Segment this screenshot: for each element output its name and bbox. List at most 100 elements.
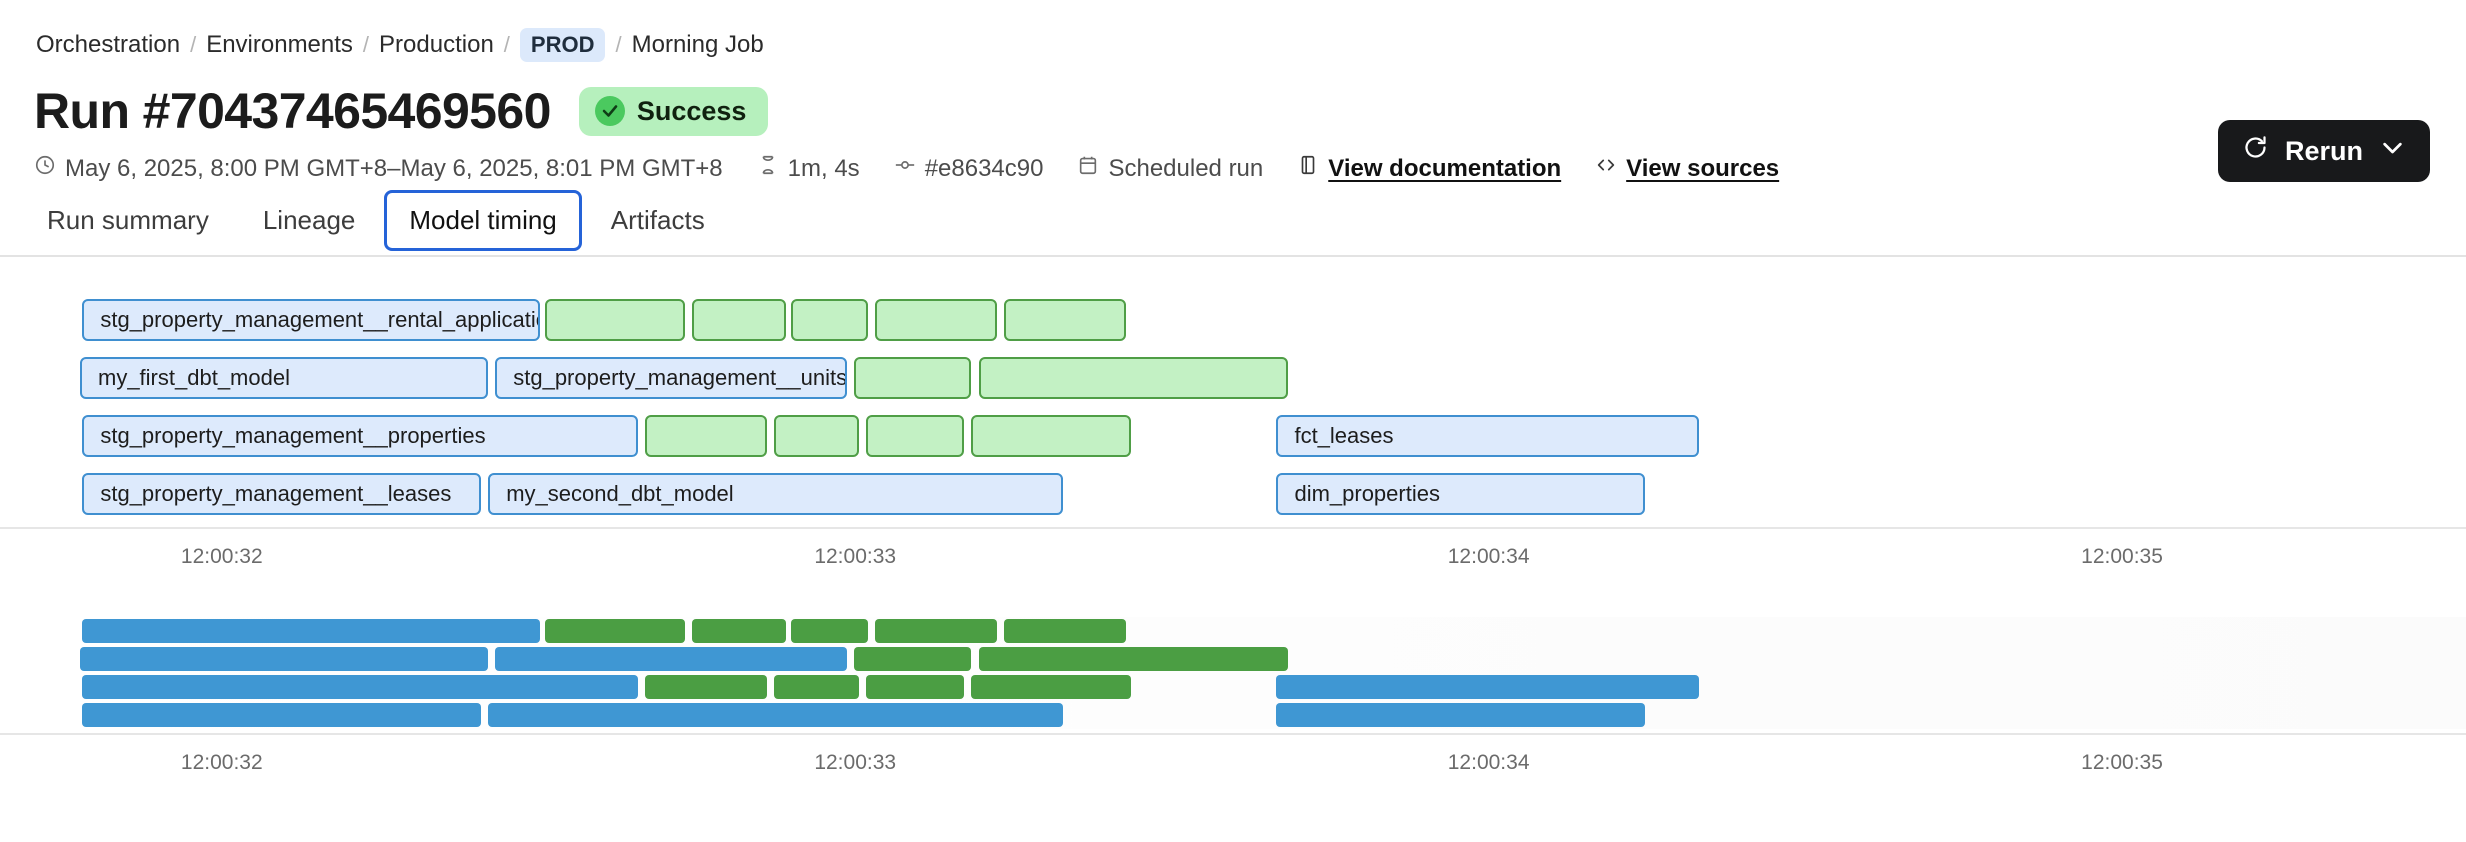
view-sources-label[interactable]: View sources <box>1626 154 1780 182</box>
gantt-bar-dim_properties[interactable]: dim_properties <box>1276 473 1645 515</box>
meta-commit-label: #e8634c90 <box>924 154 1044 182</box>
model-timing-chart: stg_property_management__rental_applicat… <box>0 257 2466 789</box>
overview-row <box>0 645 2466 673</box>
meta-duration-label: 1m, 4s <box>787 154 860 182</box>
gantt-bar-my_second_dbt_model[interactable]: my_second_dbt_model <box>488 473 1063 515</box>
tab-run-summary[interactable]: Run summary <box>47 205 209 235</box>
gantt-tick-label: 12:00:32 <box>180 545 263 568</box>
overview-bar-model[interactable] <box>495 647 848 671</box>
tab-lineage[interactable]: Lineage <box>262 205 356 235</box>
code-icon <box>1595 154 1617 183</box>
gantt-bar-stg_property_management__rental_applications[interactable]: stg_property_management__rental_applicat… <box>82 299 540 341</box>
overview-bar-test[interactable] <box>544 619 686 643</box>
meta-timerange-label: May 6, 2025, 8:00 PM GMT+8–May 6, 2025, … <box>65 154 723 182</box>
timeline-overview: 12:00:32 12:00:33 12:00:34 12:00:35 <box>0 583 2466 789</box>
overview-row <box>0 701 2466 729</box>
chevron-down-icon <box>2379 134 2406 168</box>
meta-trigger: Scheduled run <box>1077 154 1263 183</box>
gantt-bar-test[interactable] <box>865 415 965 457</box>
gantt-bar-test[interactable] <box>1004 299 1127 341</box>
overview-bar-test[interactable] <box>865 675 965 699</box>
tab-model-timing[interactable]: Model timing <box>384 190 582 251</box>
meta-timerange: May 6, 2025, 8:00 PM GMT+8–May 6, 2025, … <box>34 154 723 183</box>
breadcrumb-item-orchestration[interactable]: Orchestration <box>36 31 181 58</box>
gantt-bar-stg_property_management__leases[interactable]: stg_property_management__leases <box>82 473 482 515</box>
gantt-bar-test[interactable] <box>971 415 1131 457</box>
page-title: Run #70437465469560 <box>34 83 551 139</box>
gantt-tick-label: 12:00:33 <box>814 545 897 568</box>
gantt-row: stg_property_management__properties fct_l… <box>0 407 2466 465</box>
overview-bar-test[interactable] <box>971 675 1131 699</box>
gantt-bar-fct_leases[interactable]: fct_leases <box>1276 415 1699 457</box>
gantt-bar-test[interactable] <box>978 357 1289 399</box>
overview-bar-model[interactable] <box>488 703 1063 727</box>
view-sources-link[interactable]: View sources <box>1595 154 1779 183</box>
breadcrumb-separator: / <box>615 32 622 57</box>
overview-bar-test[interactable] <box>645 675 768 699</box>
gantt-bar-stg_property_management__properties[interactable]: stg_property_management__properties <box>82 415 639 457</box>
gantt-tick-label: 12:00:34 <box>1447 545 1530 568</box>
gantt-bar-stg_property_management__units[interactable]: stg_property_management__units <box>495 357 848 399</box>
tab-artifacts[interactable]: Artifacts <box>610 205 705 235</box>
title-row: Run #70437465469560 Success <box>0 62 2466 140</box>
meta-commit: #e8634c90 <box>894 154 1044 183</box>
overview-bar-model[interactable] <box>82 703 482 727</box>
overview-bar-test[interactable] <box>854 647 972 671</box>
gantt-tick-label: 12:00:35 <box>2081 545 2163 568</box>
overview-bar-model[interactable] <box>82 675 639 699</box>
overview-bar-model[interactable] <box>1276 675 1699 699</box>
overview-bar-test[interactable] <box>875 619 998 643</box>
breadcrumb-item-environments[interactable]: Environments <box>206 31 353 58</box>
meta-trigger-label: Scheduled run <box>1108 154 1264 182</box>
gantt-bar-my_first_dbt_model[interactable]: my_first_dbt_model <box>80 357 489 399</box>
gantt-bar-test[interactable] <box>544 299 686 341</box>
gantt-bar-test[interactable] <box>774 415 859 457</box>
overview-bar-test[interactable] <box>790 619 869 643</box>
breadcrumb-item-morning-job: Morning Job <box>631 31 764 58</box>
overview-bar-model[interactable] <box>80 647 489 671</box>
breadcrumb-item-production[interactable]: Production <box>379 31 494 58</box>
overview-time-axis: 12:00:32 12:00:33 12:00:34 12:00:35 <box>0 733 2466 789</box>
view-documentation-link[interactable]: View documentation <box>1297 154 1561 183</box>
calendar-icon <box>1077 154 1099 183</box>
refresh-icon <box>2242 134 2269 168</box>
check-circle-icon <box>594 96 625 126</box>
overview-bar-model[interactable] <box>1276 703 1645 727</box>
gantt-bar-test[interactable] <box>854 357 972 399</box>
gantt-row: stg_property_management__rental_applicat… <box>0 291 2466 349</box>
clock-icon <box>34 154 56 183</box>
overview-bar-test[interactable] <box>774 675 859 699</box>
breadcrumb-separator: / <box>362 32 370 57</box>
meta-duration: 1m, 4s <box>757 154 860 183</box>
overview-row <box>0 617 2466 645</box>
book-icon <box>1297 154 1319 183</box>
status-label: Success <box>636 95 747 126</box>
overview-tick-label: 12:00:35 <box>2081 751 2163 774</box>
view-documentation-label[interactable]: View documentation <box>1328 154 1562 182</box>
breadcrumb-separator: / <box>190 32 197 57</box>
gantt-bar-test[interactable] <box>790 299 869 341</box>
gantt-rows: stg_property_management__rental_applicat… <box>0 291 2466 523</box>
overview-bar-test[interactable] <box>692 619 787 643</box>
overview-tick-label: 12:00:32 <box>180 751 263 774</box>
gantt-bar-test[interactable] <box>645 415 768 457</box>
gantt-time-axis: 12:00:32 12:00:33 12:00:34 12:00:35 <box>0 527 2466 583</box>
overview-tick-label: 12:00:34 <box>1447 751 1530 774</box>
breadcrumb: Orchestration / Environments / Production / PR… <box>0 0 2466 62</box>
overview-bar-model[interactable] <box>82 619 540 643</box>
overview-bar-test[interactable] <box>978 647 1289 671</box>
rerun-button[interactable]: Rerun <box>2217 120 2430 182</box>
overview-tick-label: 12:00:33 <box>814 751 897 774</box>
overview-row <box>0 673 2466 701</box>
tab-bar: Run summary Lineage Model timing Artifacts <box>0 183 2466 257</box>
status-badge: Success <box>578 86 769 136</box>
breadcrumb-separator: / <box>503 32 510 57</box>
breadcrumb-item-prod[interactable]: PROD <box>519 28 606 62</box>
overview-bar-test[interactable] <box>1004 619 1127 643</box>
git-commit-icon <box>894 154 916 183</box>
gantt-bar-test[interactable] <box>875 299 998 341</box>
gantt-bar-test[interactable] <box>692 299 787 341</box>
rerun-label: Rerun <box>2284 135 2363 166</box>
run-metadata: May 6, 2025, 8:00 PM GMT+8–May 6, 2025, … <box>0 140 2466 183</box>
